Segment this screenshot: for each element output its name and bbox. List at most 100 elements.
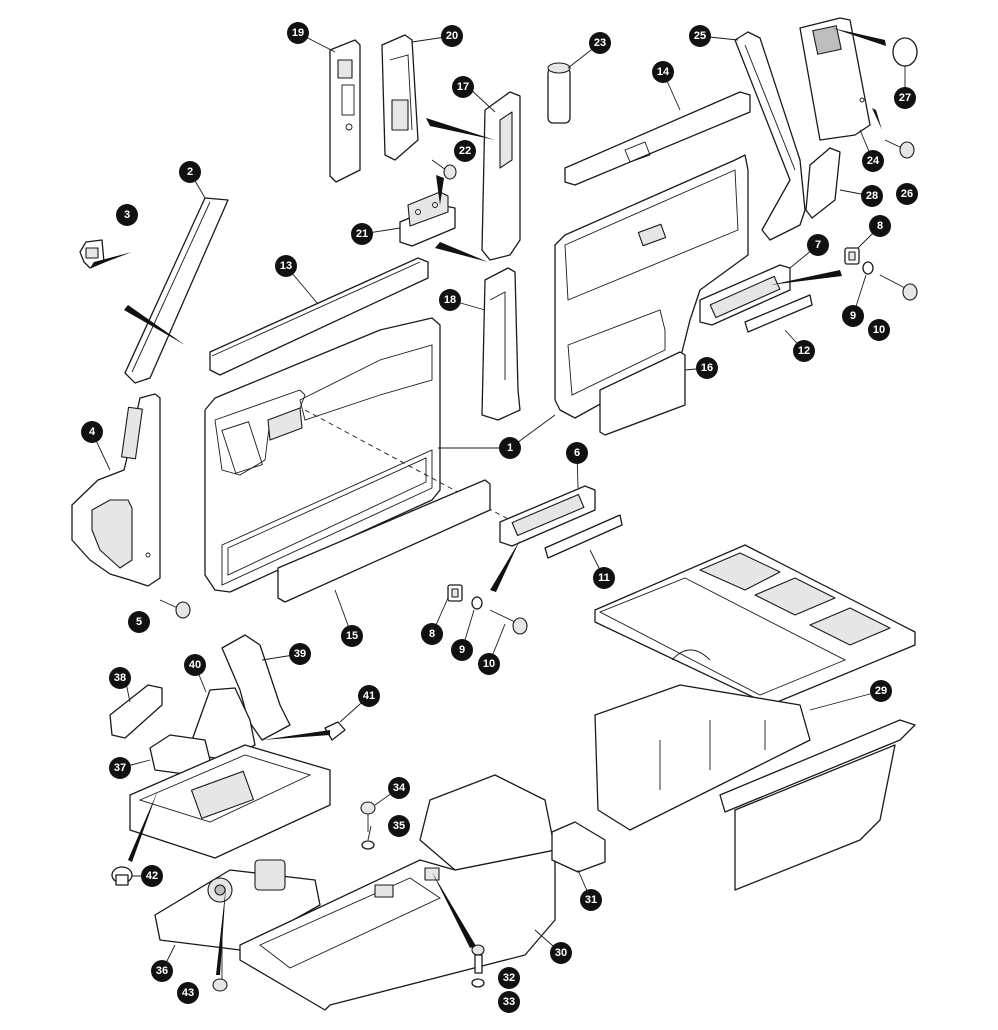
callout-2: 2 <box>179 161 201 183</box>
part-b-pillar-upper <box>481 91 521 261</box>
svg-text:26: 26 <box>901 188 913 200</box>
callout-8-upper: 8 <box>869 215 891 237</box>
callout-8-lower: 8 <box>421 623 443 645</box>
callout-41: 41 <box>358 685 380 707</box>
part-handle-bracket <box>399 191 456 247</box>
part-plug <box>547 62 571 124</box>
part-nut-upper <box>844 247 860 265</box>
part-cover-plate-19 <box>329 39 361 183</box>
part-screw-34 <box>360 801 376 832</box>
callout-4: 4 <box>81 421 103 443</box>
svg-text:43: 43 <box>182 987 194 999</box>
callout-9-lower: 9 <box>451 639 473 661</box>
callout-22: 22 <box>454 140 476 162</box>
svg-text:11: 11 <box>598 572 610 584</box>
part-gaiter <box>221 634 291 741</box>
callout-5: 5 <box>128 611 150 633</box>
svg-text:41: 41 <box>363 690 375 702</box>
part-washer-35 <box>361 840 375 850</box>
svg-text:2: 2 <box>187 166 193 178</box>
callout-9-upper: 9 <box>842 305 864 327</box>
callout-36: 36 <box>151 960 173 982</box>
part-c-pillar-trim <box>734 31 806 241</box>
callout-30: 30 <box>550 942 572 964</box>
part-nut-lower <box>447 584 463 602</box>
svg-text:10: 10 <box>873 324 885 336</box>
part-console-front-base <box>129 744 331 859</box>
part-rear-door-capping <box>564 91 751 186</box>
callout-24: 24 <box>862 150 884 172</box>
part-screw-upper <box>879 274 918 301</box>
callout-1: 1 <box>499 437 521 459</box>
svg-text:30: 30 <box>555 947 567 959</box>
callout-13: 13 <box>275 255 297 277</box>
svg-text:17: 17 <box>457 81 469 93</box>
part-front-handle-pad <box>544 514 623 559</box>
svg-text:31: 31 <box>585 894 597 906</box>
part-push-rivet <box>111 866 133 886</box>
svg-text:7: 7 <box>815 239 821 251</box>
callout-34: 34 <box>388 777 410 799</box>
callout-32: 32 <box>498 967 520 989</box>
callout-16: 16 <box>696 357 718 379</box>
part-front-door-capping <box>209 257 429 376</box>
callout-18: 18 <box>439 289 461 311</box>
part-cap <box>892 37 918 67</box>
part-b-pillar-lower <box>481 267 521 421</box>
part-screw-26 <box>884 139 915 159</box>
callout-31: 31 <box>580 889 602 911</box>
svg-text:24: 24 <box>867 155 880 167</box>
leader-lines <box>90 28 906 975</box>
svg-text:23: 23 <box>594 37 606 49</box>
svg-text:37: 37 <box>114 762 126 774</box>
part-screw-22 <box>431 159 457 180</box>
svg-text:4: 4 <box>89 426 96 438</box>
svg-text:1: 1 <box>507 442 513 454</box>
svg-text:3: 3 <box>124 209 130 221</box>
callout-12: 12 <box>793 340 815 362</box>
svg-text:28: 28 <box>866 190 878 202</box>
part-screw-lower <box>489 609 528 635</box>
svg-text:21: 21 <box>356 228 368 240</box>
svg-text:15: 15 <box>346 630 358 642</box>
part-screw-43 <box>212 940 228 992</box>
part-tunnel-plate <box>154 859 321 951</box>
callout-15: 15 <box>341 625 363 647</box>
svg-text:13: 13 <box>280 260 292 272</box>
callout-27: 27 <box>894 87 916 109</box>
svg-text:27: 27 <box>899 92 911 104</box>
callout-7: 7 <box>807 234 829 256</box>
part-washer-lower <box>471 596 483 610</box>
part-rear-handle-pad <box>744 294 813 333</box>
svg-text:8: 8 <box>877 220 883 232</box>
callout-10-upper: 10 <box>868 319 890 341</box>
part-gear-lever-boot <box>109 684 163 739</box>
part-bolt-32 <box>471 944 485 974</box>
callout-3: 3 <box>116 204 138 226</box>
callout-badges: 1 2 3 4 5 6 7 8 8 9 9 10 10 11 12 13 14 … <box>81 22 918 1013</box>
callout-17: 17 <box>452 76 474 98</box>
svg-text:20: 20 <box>446 30 458 42</box>
svg-text:9: 9 <box>850 310 856 322</box>
part-washer-33 <box>471 978 485 988</box>
part-washer-upper <box>862 261 874 275</box>
svg-text:12: 12 <box>798 345 810 357</box>
svg-text:8: 8 <box>429 628 435 640</box>
part-screw <box>159 599 191 619</box>
svg-text:18: 18 <box>444 294 456 306</box>
part-rear-door-panel <box>554 154 749 419</box>
svg-text:33: 33 <box>503 996 515 1008</box>
part-speaker-panel <box>799 17 871 141</box>
callout-23: 23 <box>589 32 611 54</box>
part-rear-cubby-lid <box>719 719 916 891</box>
callout-33: 33 <box>498 991 520 1013</box>
part-clip-41 <box>324 721 346 741</box>
svg-text:10: 10 <box>483 658 495 670</box>
part-console-end-cap <box>551 821 606 873</box>
callout-11: 11 <box>593 567 615 589</box>
callout-20: 20 <box>441 25 463 47</box>
part-bracket-28 <box>805 147 841 219</box>
callout-6: 6 <box>566 442 588 464</box>
part-door-handle-panel <box>71 393 161 587</box>
part-rear-cubby-box <box>594 684 811 831</box>
